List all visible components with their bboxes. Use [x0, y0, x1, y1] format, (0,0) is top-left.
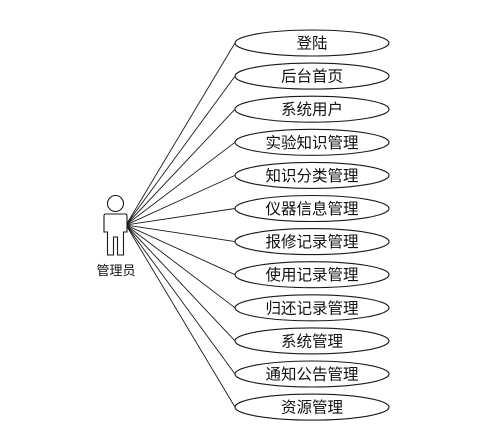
- association-line: [125, 208, 236, 226]
- association-line: [125, 224, 236, 408]
- use-case[interactable]: 系统用户: [234, 95, 390, 123]
- use-case-list: 登陆后台首页系统用户实验知识管理知识分类管理仪器信息管理报修记录管理使用记录管理…: [234, 29, 390, 421]
- actor-label: 管理员: [96, 264, 135, 279]
- association-line: [125, 224, 236, 309]
- use-case-ellipse: [234, 294, 390, 322]
- association-line: [125, 224, 236, 243]
- use-case-label: 报修记录管理: [265, 233, 358, 251]
- use-case-ellipse: [234, 393, 390, 421]
- actor-head: [106, 194, 125, 213]
- use-case-ellipse: [234, 95, 390, 123]
- association-line: [125, 141, 236, 226]
- use-case[interactable]: 系统管理: [234, 327, 390, 355]
- association-line: [125, 42, 236, 226]
- use-case[interactable]: 仪器信息管理: [234, 194, 390, 223]
- use-case-ellipse: [234, 194, 390, 223]
- use-case-label: 通知公告管理: [265, 366, 358, 384]
- use-case[interactable]: 报修记录管理: [234, 228, 390, 256]
- use-case-ellipse: [234, 228, 390, 256]
- use-case-ellipse: [234, 327, 390, 355]
- use-case-label: 归还记录管理: [265, 299, 358, 317]
- use-case-label: 仪器信息管理: [265, 200, 358, 218]
- use-case[interactable]: 知识分类管理: [234, 161, 390, 189]
- use-case-label: 后台首页: [281, 68, 343, 86]
- association-line: [125, 108, 236, 226]
- actor-administrator[interactable]: 管理员: [96, 194, 136, 280]
- use-case-ellipse: [234, 62, 390, 90]
- use-case-ellipse: [234, 29, 390, 57]
- association-line: [125, 224, 236, 342]
- use-case-ellipse: [234, 128, 390, 156]
- use-case-label: 系统管理: [281, 332, 343, 350]
- association-line: [125, 75, 236, 226]
- use-case-ellipse: [234, 161, 390, 189]
- use-case[interactable]: 通知公告管理: [234, 360, 390, 388]
- use-case-label: 知识分类管理: [265, 167, 358, 185]
- use-case-label: 资源管理: [281, 399, 343, 417]
- use-case-ellipse: [234, 360, 390, 388]
- use-case-label: 系统用户: [281, 101, 343, 119]
- association-line: [125, 224, 236, 375]
- association-line: [125, 224, 236, 276]
- use-case-label: 登陆: [296, 35, 327, 53]
- use-case[interactable]: 后台首页: [234, 62, 390, 90]
- actor-body-icon: [103, 213, 128, 256]
- use-case-ellipse: [234, 261, 390, 289]
- use-case[interactable]: 使用记录管理: [234, 261, 390, 289]
- use-case[interactable]: 资源管理: [234, 393, 390, 421]
- use-case-label: 使用记录管理: [265, 266, 358, 284]
- use-case[interactable]: 登陆: [234, 29, 390, 57]
- use-case[interactable]: 实验知识管理: [234, 128, 390, 156]
- association-lines: [125, 42, 236, 408]
- use-case[interactable]: 归还记录管理: [234, 294, 390, 322]
- use-case-label: 实验知识管理: [265, 134, 358, 152]
- association-line: [125, 174, 236, 226]
